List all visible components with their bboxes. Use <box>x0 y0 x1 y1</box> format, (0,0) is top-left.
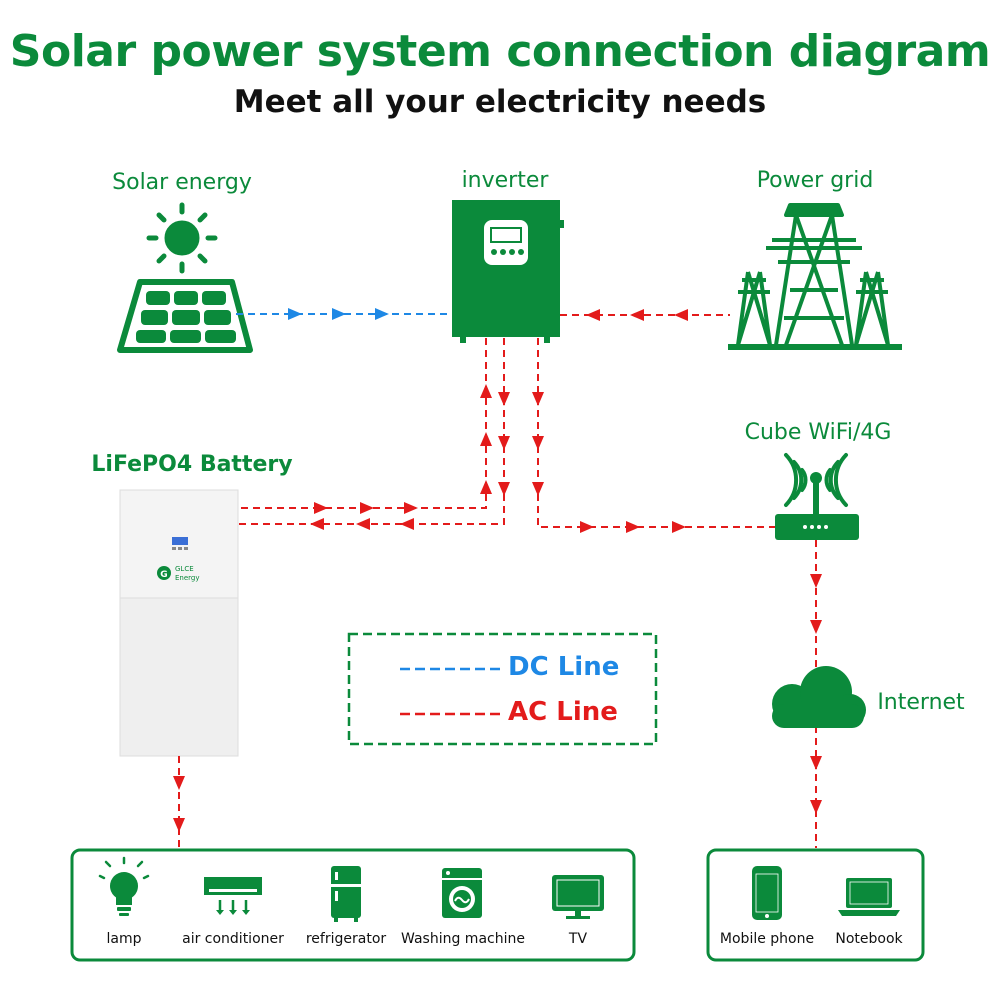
appliance-label-washing-machine: Washing machine <box>401 931 525 947</box>
notebook-icon <box>838 878 900 916</box>
diagram-title: Solar power system connection diagram <box>9 26 991 77</box>
svg-text:G: G <box>160 570 167 580</box>
battery-brand-line1: GLCE <box>175 565 194 573</box>
ac-line-inverter-battery <box>238 338 780 528</box>
sun-icon <box>146 202 218 274</box>
refrigerator-icon <box>331 866 361 922</box>
appliance-label-tv: TV <box>568 931 588 947</box>
grid-label: Power grid <box>756 168 874 193</box>
ac-line-grid-inverter <box>560 309 730 321</box>
power-tower-icon <box>728 203 902 350</box>
battery-label: LiFePO4 Battery <box>91 452 293 477</box>
appliance-label-refrigerator: refrigerator <box>305 931 387 947</box>
dc-line-solar-inverter <box>236 308 452 320</box>
wifi-router-icon <box>775 453 859 540</box>
solar-panel-icon <box>117 279 253 353</box>
device-label-notebook: Notebook <box>835 931 903 947</box>
battery-icon: G <box>119 489 239 757</box>
mobile-phone-icon <box>752 866 782 920</box>
diagram-subtitle: Meet all your electricity needs <box>233 84 767 120</box>
device-label-mobile-phone: Mobile phone <box>719 931 815 947</box>
internet-label: Internet <box>877 690 965 715</box>
lamp-icon <box>98 856 150 916</box>
legend-dc-label: DC Line <box>508 652 620 682</box>
ac-line-battery-appliances <box>173 756 185 848</box>
legend-box <box>347 632 658 746</box>
air-conditioner-icon <box>204 877 262 915</box>
inverter-icon <box>452 200 564 343</box>
ac-line-router-internet <box>810 540 822 848</box>
wifi-label: Cube WiFi/4G <box>744 420 892 445</box>
solar-label: Solar energy <box>112 170 252 195</box>
battery-brand-line2: Energy <box>175 574 200 582</box>
cloud-icon <box>772 666 866 728</box>
appliances-box <box>70 848 636 962</box>
appliance-label-air-conditioner: air conditioner <box>182 931 284 947</box>
devices-box <box>706 848 925 962</box>
tv-icon <box>552 875 604 919</box>
appliance-label-lamp: lamp <box>106 931 142 947</box>
ac-arrows <box>310 384 686 533</box>
washing-machine-icon <box>442 868 482 918</box>
inverter-label: inverter <box>461 168 549 193</box>
legend-ac-label: AC Line <box>508 697 618 727</box>
